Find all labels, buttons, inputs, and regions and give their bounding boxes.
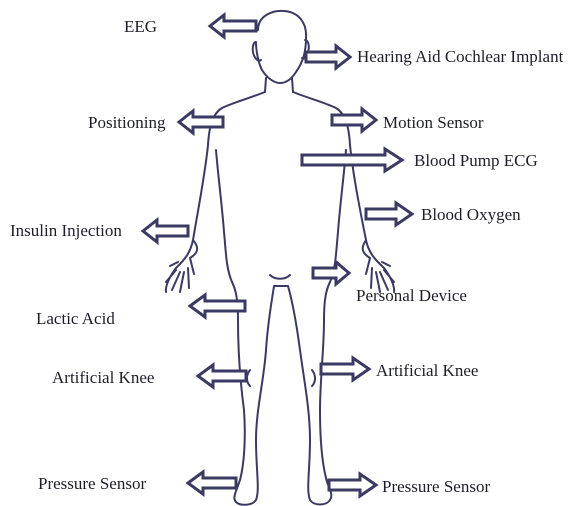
label-artificial-knee-left: Artificial Knee <box>52 368 154 388</box>
label-positioning: Positioning <box>88 113 165 133</box>
label-personal-device: Personal Device <box>356 286 467 306</box>
label-insulin-injection: Insulin Injection <box>10 221 122 241</box>
label-blood-oxygen: Blood Oxygen <box>421 205 521 225</box>
arrow-motion <box>332 109 376 131</box>
label-pressure-sensor-right: Pressure Sensor <box>382 477 490 497</box>
head-outline <box>253 11 309 83</box>
label-motion-sensor: Motion Sensor <box>383 113 484 133</box>
label-hearing-aid: Hearing Aid Cochlear Implant <box>357 47 563 67</box>
body-details <box>247 275 315 386</box>
arrow-blood-oxygen <box>366 203 412 225</box>
label-artificial-knee-right: Artificial Knee <box>376 361 478 381</box>
arrow-pressure-left <box>188 472 236 494</box>
arrow-knee-right <box>321 358 369 380</box>
label-eeg: EEG <box>124 17 157 37</box>
label-lactic-acid: Lactic Acid <box>36 309 115 329</box>
arrow-pressure-right <box>329 474 376 496</box>
arrow-hearing <box>306 46 350 68</box>
label-pressure-sensor-left: Pressure Sensor <box>38 474 146 494</box>
arrow-eeg <box>210 15 256 37</box>
label-blood-pump: Blood Pump ECG <box>414 151 538 171</box>
arrow-insulin <box>143 220 188 242</box>
